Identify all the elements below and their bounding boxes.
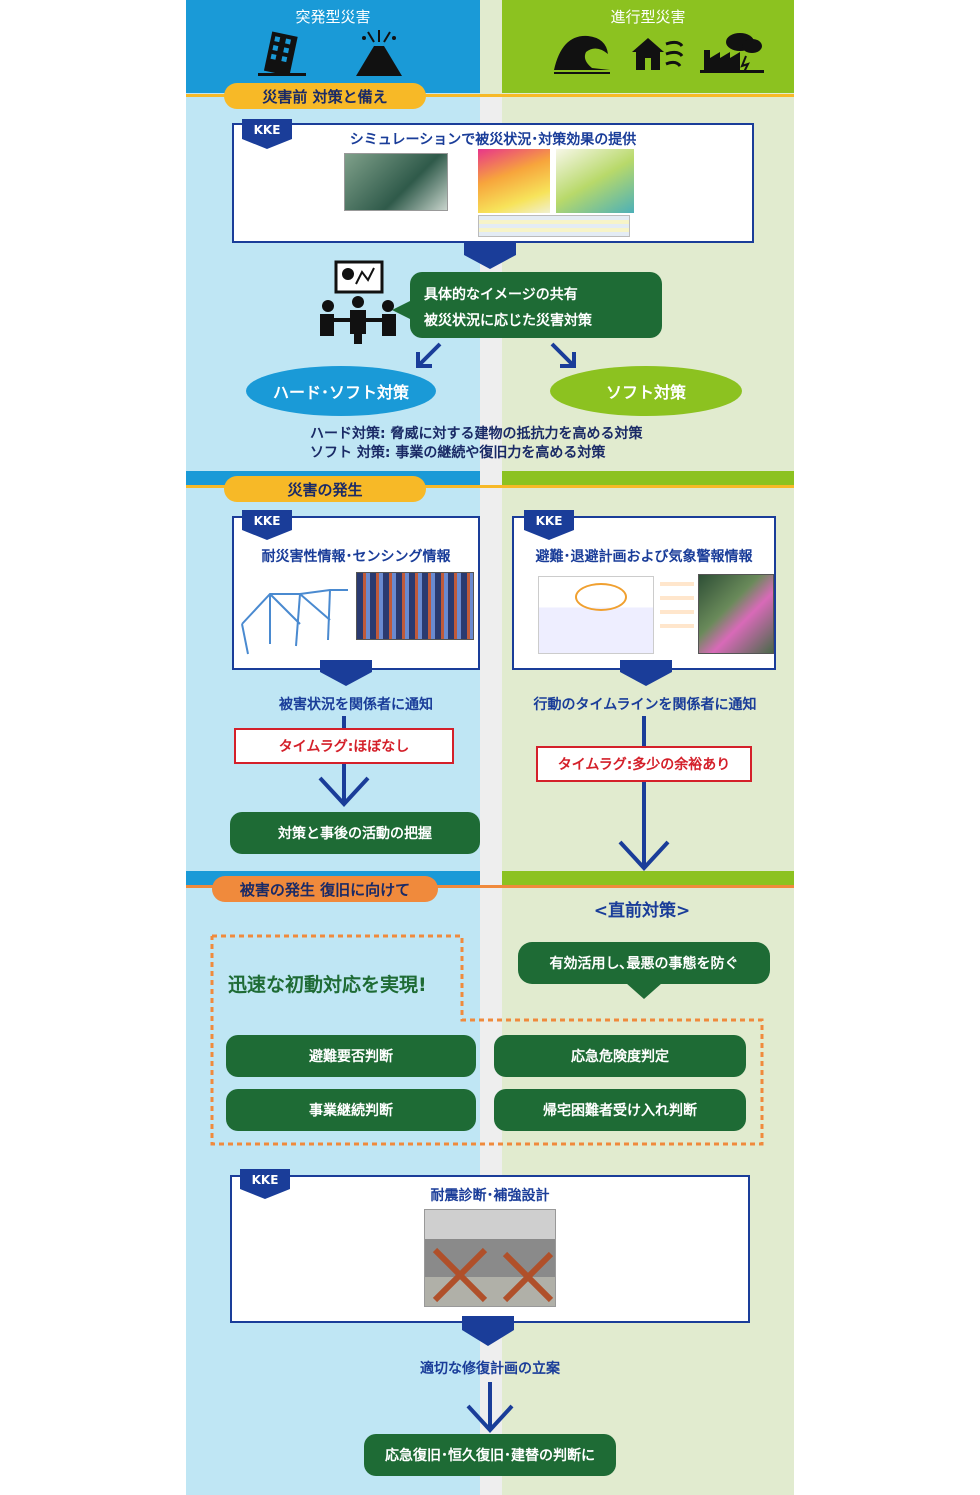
arrow-to-hard-soft [416, 342, 442, 368]
frame-structure-image [241, 589, 348, 655]
right-box-down-arrow [620, 660, 672, 686]
warning-notes-image [660, 578, 694, 638]
hard-definition: ハード対策: 脅威に対する建物の抵抗力を高める対策 [310, 426, 643, 442]
repair-plan-text: 適切な修復計画の立案 [420, 1361, 560, 1377]
repair-plan-arrow [466, 1382, 514, 1433]
hard-soft-measures-oval: ハード･ソフト対策 [246, 366, 436, 416]
simulation-box: シミュレーションで被災状況･対策効果の提供 [232, 123, 754, 243]
recovery-decision-pill: 応急復旧･恒久復旧･建替の判断に [364, 1434, 616, 1476]
kke-label-1: KKE [242, 119, 292, 149]
emergency-risk-assessment-pill: 応急危険度判定 [494, 1035, 746, 1077]
collapsed-building-icon [258, 31, 306, 77]
section1-tag: 災害前 対策と備え [224, 83, 426, 109]
rapid-response-slogan: 迅速な初動対応を実現! [228, 974, 427, 996]
volcano-icon [356, 30, 402, 76]
kke-label-3: KKE [524, 510, 574, 540]
right-pre-measure-heading: <直前対策> [593, 901, 691, 921]
meeting-people-icon [320, 260, 396, 344]
flood-map-image [556, 149, 634, 213]
svg-text:KKE: KKE [254, 514, 281, 528]
evacuation-decision-pill: 避難要否判断 [226, 1035, 476, 1077]
section2-tag: 災害の発生 [224, 476, 426, 502]
legend-table-image [478, 215, 630, 237]
seismic-diagnosis-box: 耐震診断･補強設計 [230, 1175, 750, 1323]
prevent-worst-pointer [626, 983, 662, 999]
left-header-title: 突発型災害 [295, 8, 371, 26]
right-notify-text: 行動のタイムラインを関係者に通知 [533, 697, 757, 713]
simulation-down-arrow [464, 243, 516, 269]
right-timelag-box: タイムラグ:多少の余裕あり [536, 746, 752, 782]
right-flow-arrow [618, 716, 670, 871]
seismic-brace-photo [424, 1209, 556, 1307]
callout-line-1: 具体的なイメージの共有 [424, 287, 578, 303]
weather-map-image [698, 574, 774, 654]
timeline-highlight-image [575, 583, 627, 611]
sensing-rack-image [356, 572, 474, 640]
evacuation-weather-title: 避難･退避計画および気象警報情報 [535, 549, 753, 565]
left-timelag-box: タイムラグ:ほぼなし [234, 728, 454, 764]
seismic-box-down-arrow [462, 1316, 514, 1346]
initial-response-dotted-frame [210, 934, 764, 1146]
business-continuity-pill: 事業継続判断 [226, 1089, 476, 1131]
soft-definition: ソフト 対策: 事業の継続や復旧力を高める対策 [310, 445, 606, 461]
left-notify-text: 被害状況を関係者に通知 [279, 697, 433, 713]
evacuation-weather-box: 避難･退避計画および気象警報情報 [512, 516, 776, 670]
section3-band [186, 885, 794, 888]
activity-grasp-pill: 対策と事後の活動の把握 [230, 812, 480, 854]
left-header: 突発型災害 [186, 0, 480, 93]
resilience-sensing-title: 耐災害性情報･センシング情報 [261, 549, 451, 565]
tsunami-wave-icon [554, 35, 610, 74]
middle-strip [480, 96, 502, 1495]
simulation-lab-photo [344, 153, 448, 211]
steel-brace-image [432, 1247, 554, 1303]
section2-band [186, 485, 794, 488]
callout-line-2: 被災状況に応じた災害対策 [424, 313, 592, 329]
svg-text:KKE: KKE [536, 514, 563, 528]
flooded-factory-icon [700, 33, 764, 73]
simulation-box-title: シミュレーションで被災状況･対策効果の提供 [349, 132, 637, 148]
section1-band [186, 94, 794, 97]
kke-label-2: KKE [242, 510, 292, 540]
stranded-commuter-pill: 帰宅困難者受け入れ判断 [494, 1089, 746, 1131]
measure-definitions: ハード対策: 脅威に対する建物の抵抗力を高める対策 ソフト 対策: 事業の継続や… [310, 425, 730, 463]
right-header-title: 進行型災害 [610, 8, 686, 26]
kke-label-4: KKE [240, 1169, 290, 1199]
section2-right-band [502, 471, 794, 486]
callout-pointer [392, 300, 412, 320]
resilience-sensing-box: 耐災害性情報･センシング情報 [232, 516, 480, 670]
hazard-map-image [478, 149, 550, 213]
left-box-down-arrow [320, 660, 372, 686]
timeline-chart-image [538, 576, 654, 654]
shared-image-callout: 具体的なイメージの共有 被災状況に応じた災害対策 [410, 272, 662, 338]
section3-right-band [502, 871, 794, 886]
svg-text:KKE: KKE [254, 123, 281, 137]
prevent-worst-callout: 有効活用し､最悪の事態を防ぐ [518, 942, 770, 984]
soft-measures-oval: ソフト対策 [550, 366, 742, 416]
arrow-to-soft [550, 342, 576, 368]
svg-text:KKE: KKE [252, 1173, 279, 1187]
section3-tag: 被害の発生 復旧に向けて [212, 876, 438, 902]
seismic-diagnosis-title: 耐震診断･補強設計 [430, 1188, 550, 1204]
storm-house-icon [632, 38, 684, 70]
right-header: 進行型災害 [502, 0, 794, 93]
